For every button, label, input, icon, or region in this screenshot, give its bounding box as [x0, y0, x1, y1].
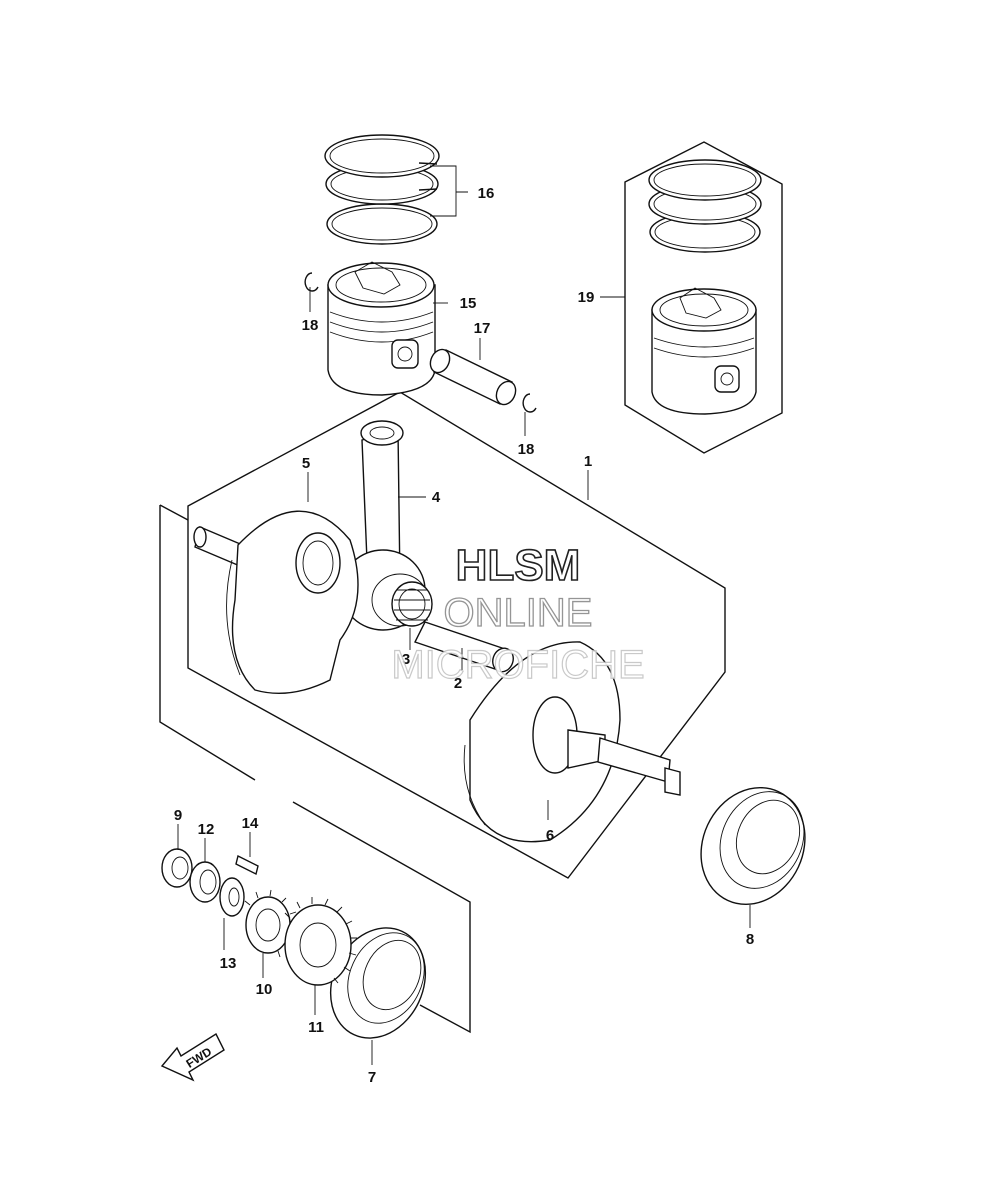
- part-callout-9: 9: [174, 807, 182, 824]
- part-callout-1: 1: [584, 453, 592, 470]
- part-callouts: 1 2 3 4 5 6 7 8 9 10 11 12 13 14 15 16 1…: [174, 185, 754, 1086]
- outer-assembly-frame: [159, 504, 471, 1034]
- watermark-line2: ONLINE: [444, 591, 593, 635]
- part-callout-2: 2: [454, 675, 462, 692]
- piston: [327, 261, 436, 396]
- crank-pin: [414, 621, 514, 673]
- watermark-line3: MICROFICHE: [391, 643, 644, 687]
- part-callout-4: 4: [432, 489, 441, 506]
- washer: [219, 877, 245, 917]
- leader-lines: [177, 165, 751, 1065]
- oil-seal: [161, 848, 193, 888]
- part-callout-14: 14: [242, 815, 259, 832]
- part-callout-5: 5: [302, 455, 310, 472]
- watermark: HLSM ONLINE MICROFICHE: [391, 540, 646, 687]
- part-callout-18-lower: 18: [518, 441, 535, 458]
- crank-needle-bearing: [391, 581, 433, 627]
- piston-set-frame: [624, 141, 783, 454]
- part-callout-15: 15: [460, 295, 477, 312]
- part-callout-16: 16: [478, 185, 495, 202]
- part-callout-11: 11: [308, 1019, 324, 1036]
- fwd-arrow-badge: FWD: [160, 1032, 225, 1082]
- circlip-lower: [522, 393, 537, 413]
- crankshaft-right: [463, 641, 681, 843]
- circlip-upper: [304, 272, 319, 292]
- part-callout-3: 3: [402, 651, 410, 668]
- part-callout-13: 13: [220, 955, 237, 972]
- part-callout-12: 12: [198, 821, 215, 838]
- part-callout-8: 8: [746, 931, 754, 948]
- piston-set: [648, 159, 762, 415]
- crankshaft-left: [193, 510, 359, 695]
- piston-pin: [429, 348, 517, 406]
- part-callout-10: 10: [256, 981, 273, 998]
- part-callout-7: 7: [368, 1069, 376, 1086]
- spacer: [189, 861, 221, 903]
- balancer-drive-gear: [284, 897, 357, 986]
- part-callout-18-upper: 18: [302, 317, 319, 334]
- woodruff-key: [235, 854, 259, 876]
- part-callout-6: 6: [546, 827, 554, 844]
- piston-rings: [324, 134, 440, 245]
- watermark-line1: HLSM: [456, 541, 581, 590]
- part-callout-17: 17: [474, 320, 491, 337]
- part-callout-19: 19: [578, 289, 595, 306]
- bearing-right: [700, 786, 806, 906]
- bearing-left: [329, 927, 427, 1039]
